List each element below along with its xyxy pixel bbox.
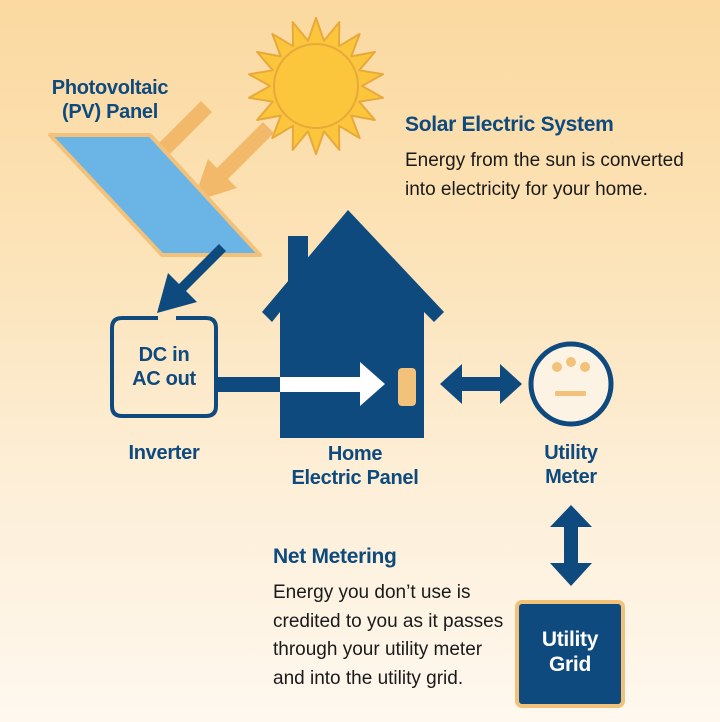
home-panel-label: Home Electric Panel xyxy=(291,443,419,489)
home-icon xyxy=(262,210,444,438)
inverter-connector xyxy=(216,377,280,392)
panel-to-inverter-arrow xyxy=(157,244,226,313)
net-metering-description: Energy you don’t use is credited to you … xyxy=(273,582,504,689)
pv-panel-label: Photovoltaic (PV) Panel xyxy=(51,77,169,123)
utility-grid-box xyxy=(515,600,625,708)
sun-icon xyxy=(248,17,384,155)
power-flow-arrow xyxy=(280,362,385,406)
electric-panel-indicator xyxy=(398,368,416,406)
inverter-inside-text: DC in AC out xyxy=(132,344,196,390)
inverter-box xyxy=(110,316,218,418)
net-metering-title: Net Metering xyxy=(273,545,397,568)
solar-system-description: Energy from the sun is converted into el… xyxy=(405,150,684,200)
sunlight-arrow-right xyxy=(193,122,274,202)
utility-meter-icon xyxy=(528,341,614,427)
pv-panel-shape xyxy=(48,133,262,257)
utility-grid-label: Utility Grid xyxy=(541,628,599,677)
meter-grid-double-arrow xyxy=(550,505,592,586)
house-meter-double-arrow xyxy=(440,364,522,404)
utility-meter-label: Utility Meter xyxy=(544,442,598,488)
solar-system-title: Solar Electric System xyxy=(405,113,614,136)
inverter-label: Inverter xyxy=(128,442,200,464)
